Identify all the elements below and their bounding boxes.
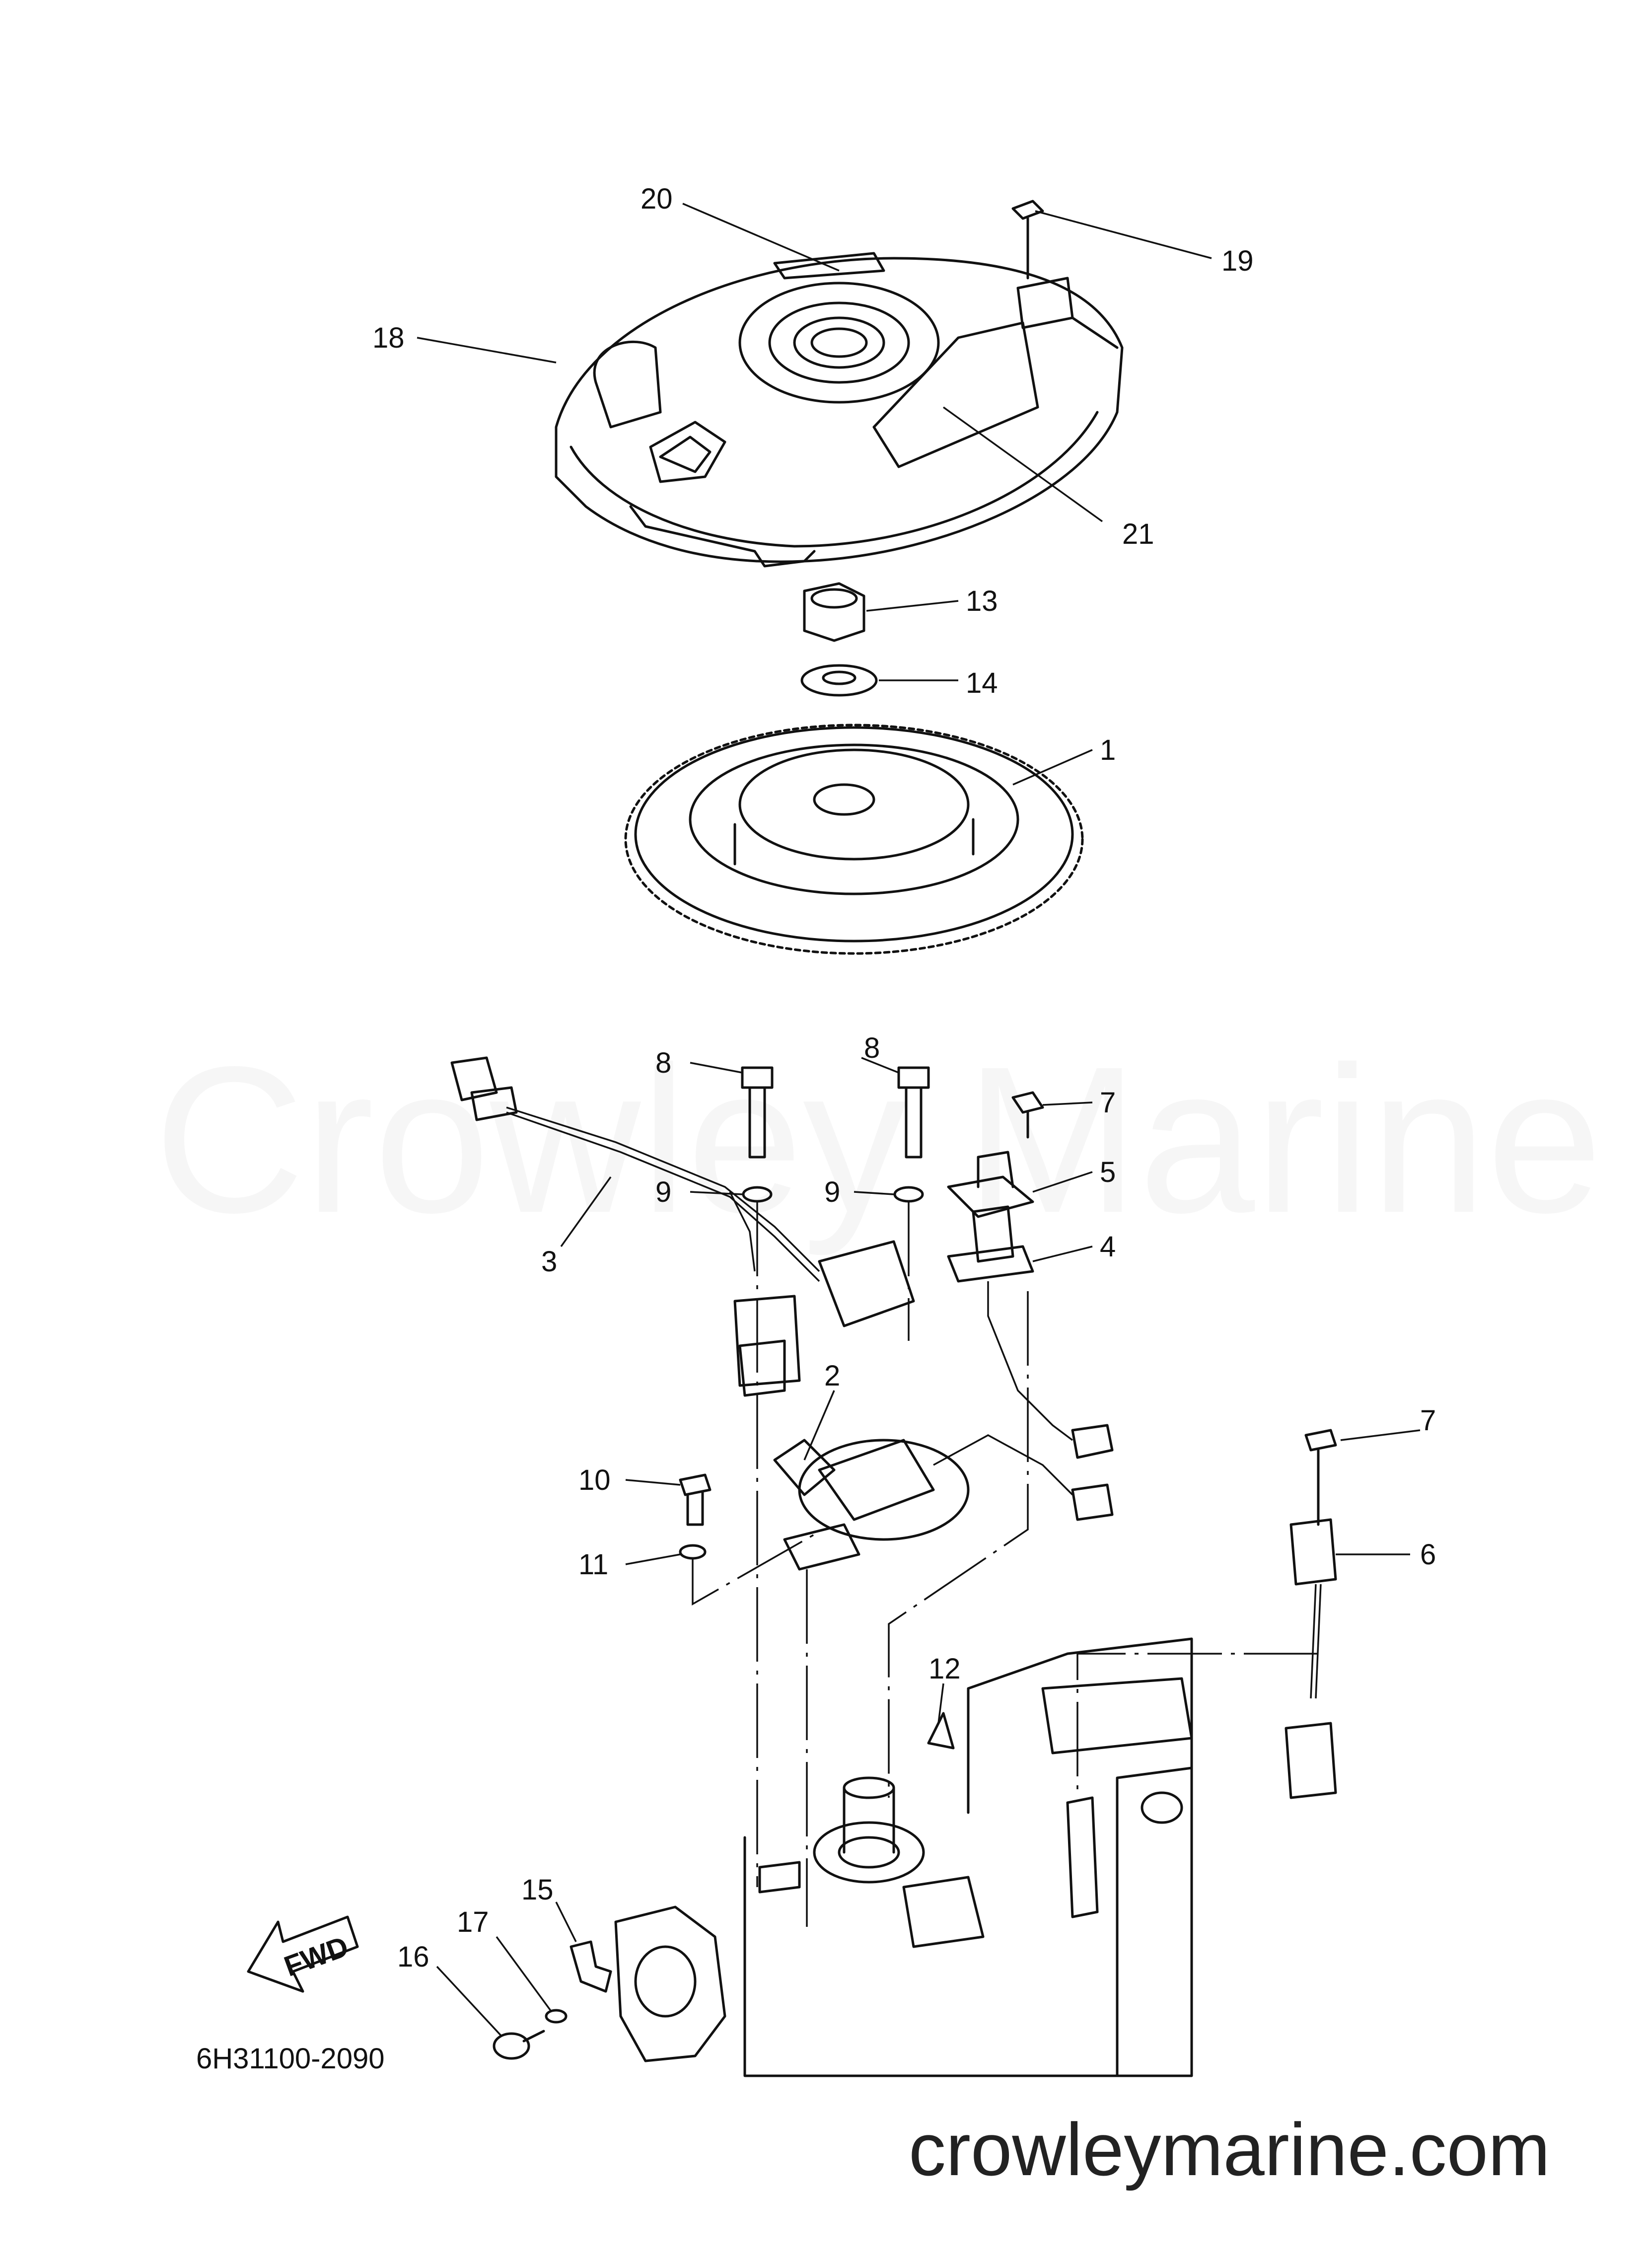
washer-9-left	[742, 1186, 773, 1203]
callout-11: 11	[578, 1548, 608, 1581]
washer-11	[679, 1544, 707, 1560]
callout-12: 12	[928, 1653, 961, 1685]
callout-9-left: 9	[655, 1176, 671, 1208]
assembly-lines	[692, 1202, 1318, 1927]
callout-10: 10	[578, 1464, 611, 1496]
callout-17: 17	[457, 1906, 489, 1938]
screw-19	[1011, 200, 1044, 280]
charge-coil-2	[773, 1434, 1114, 1571]
callout-9-right: 9	[824, 1176, 840, 1208]
flywheel	[624, 724, 1084, 955]
diagram-code: 6H31100-2090	[196, 2043, 384, 2075]
callout-14: 14	[966, 667, 998, 699]
flywheel-nut	[803, 582, 865, 642]
flywheel-washer	[800, 664, 878, 697]
power-head-block	[743, 1637, 1193, 2077]
bolt-8-left	[741, 1066, 774, 1159]
forward-arrow: FWD	[247, 1915, 359, 1993]
leader-lines	[417, 203, 1421, 2037]
callout-15: 15	[521, 1874, 554, 1906]
callout-13: 13	[966, 585, 998, 617]
bracket-15	[570, 1940, 612, 1993]
screw-7-upper	[1011, 1091, 1044, 1139]
callout-8-left: 8	[655, 1047, 671, 1079]
intake-manifold	[614, 1905, 726, 2062]
clamp-5	[947, 1151, 1034, 1218]
washer-17	[545, 2009, 568, 2024]
callout-19: 19	[1221, 245, 1254, 277]
bolt-8-right	[897, 1066, 930, 1159]
callout-18: 18	[372, 322, 405, 354]
wire-harness-rectifier	[450, 1056, 915, 1397]
pulser-coil-4	[947, 1205, 1114, 1459]
callout-20: 20	[641, 183, 673, 215]
callout-8-right: 8	[864, 1032, 880, 1064]
callout-4: 4	[1100, 1231, 1116, 1263]
callout-3: 3	[541, 1245, 557, 1278]
callout-5: 5	[1100, 1156, 1116, 1188]
screw-16	[493, 2030, 545, 2060]
screw-7-lower	[1304, 1429, 1337, 1526]
callout-2: 2	[824, 1360, 840, 1392]
woodruff-key	[927, 1712, 955, 1750]
site-footer: crowleymarine.com	[909, 2108, 1550, 2191]
cdi-unit-6	[1285, 1518, 1337, 1799]
callout-1: 1	[1100, 734, 1116, 766]
flywheel-cover	[555, 252, 1124, 568]
callout-7-upper: 7	[1100, 1087, 1116, 1119]
callout-21: 21	[1122, 518, 1154, 550]
callout-6: 6	[1420, 1538, 1436, 1571]
callout-7-lower: 7	[1420, 1404, 1436, 1437]
washer-9-right	[893, 1186, 924, 1203]
callout-labels: 20 19 18 21 13 14 1 8 8 9 9 7 5 4 3 2 7 …	[372, 183, 1436, 1973]
callout-16: 16	[397, 1941, 429, 1973]
screw-10	[679, 1473, 712, 1526]
